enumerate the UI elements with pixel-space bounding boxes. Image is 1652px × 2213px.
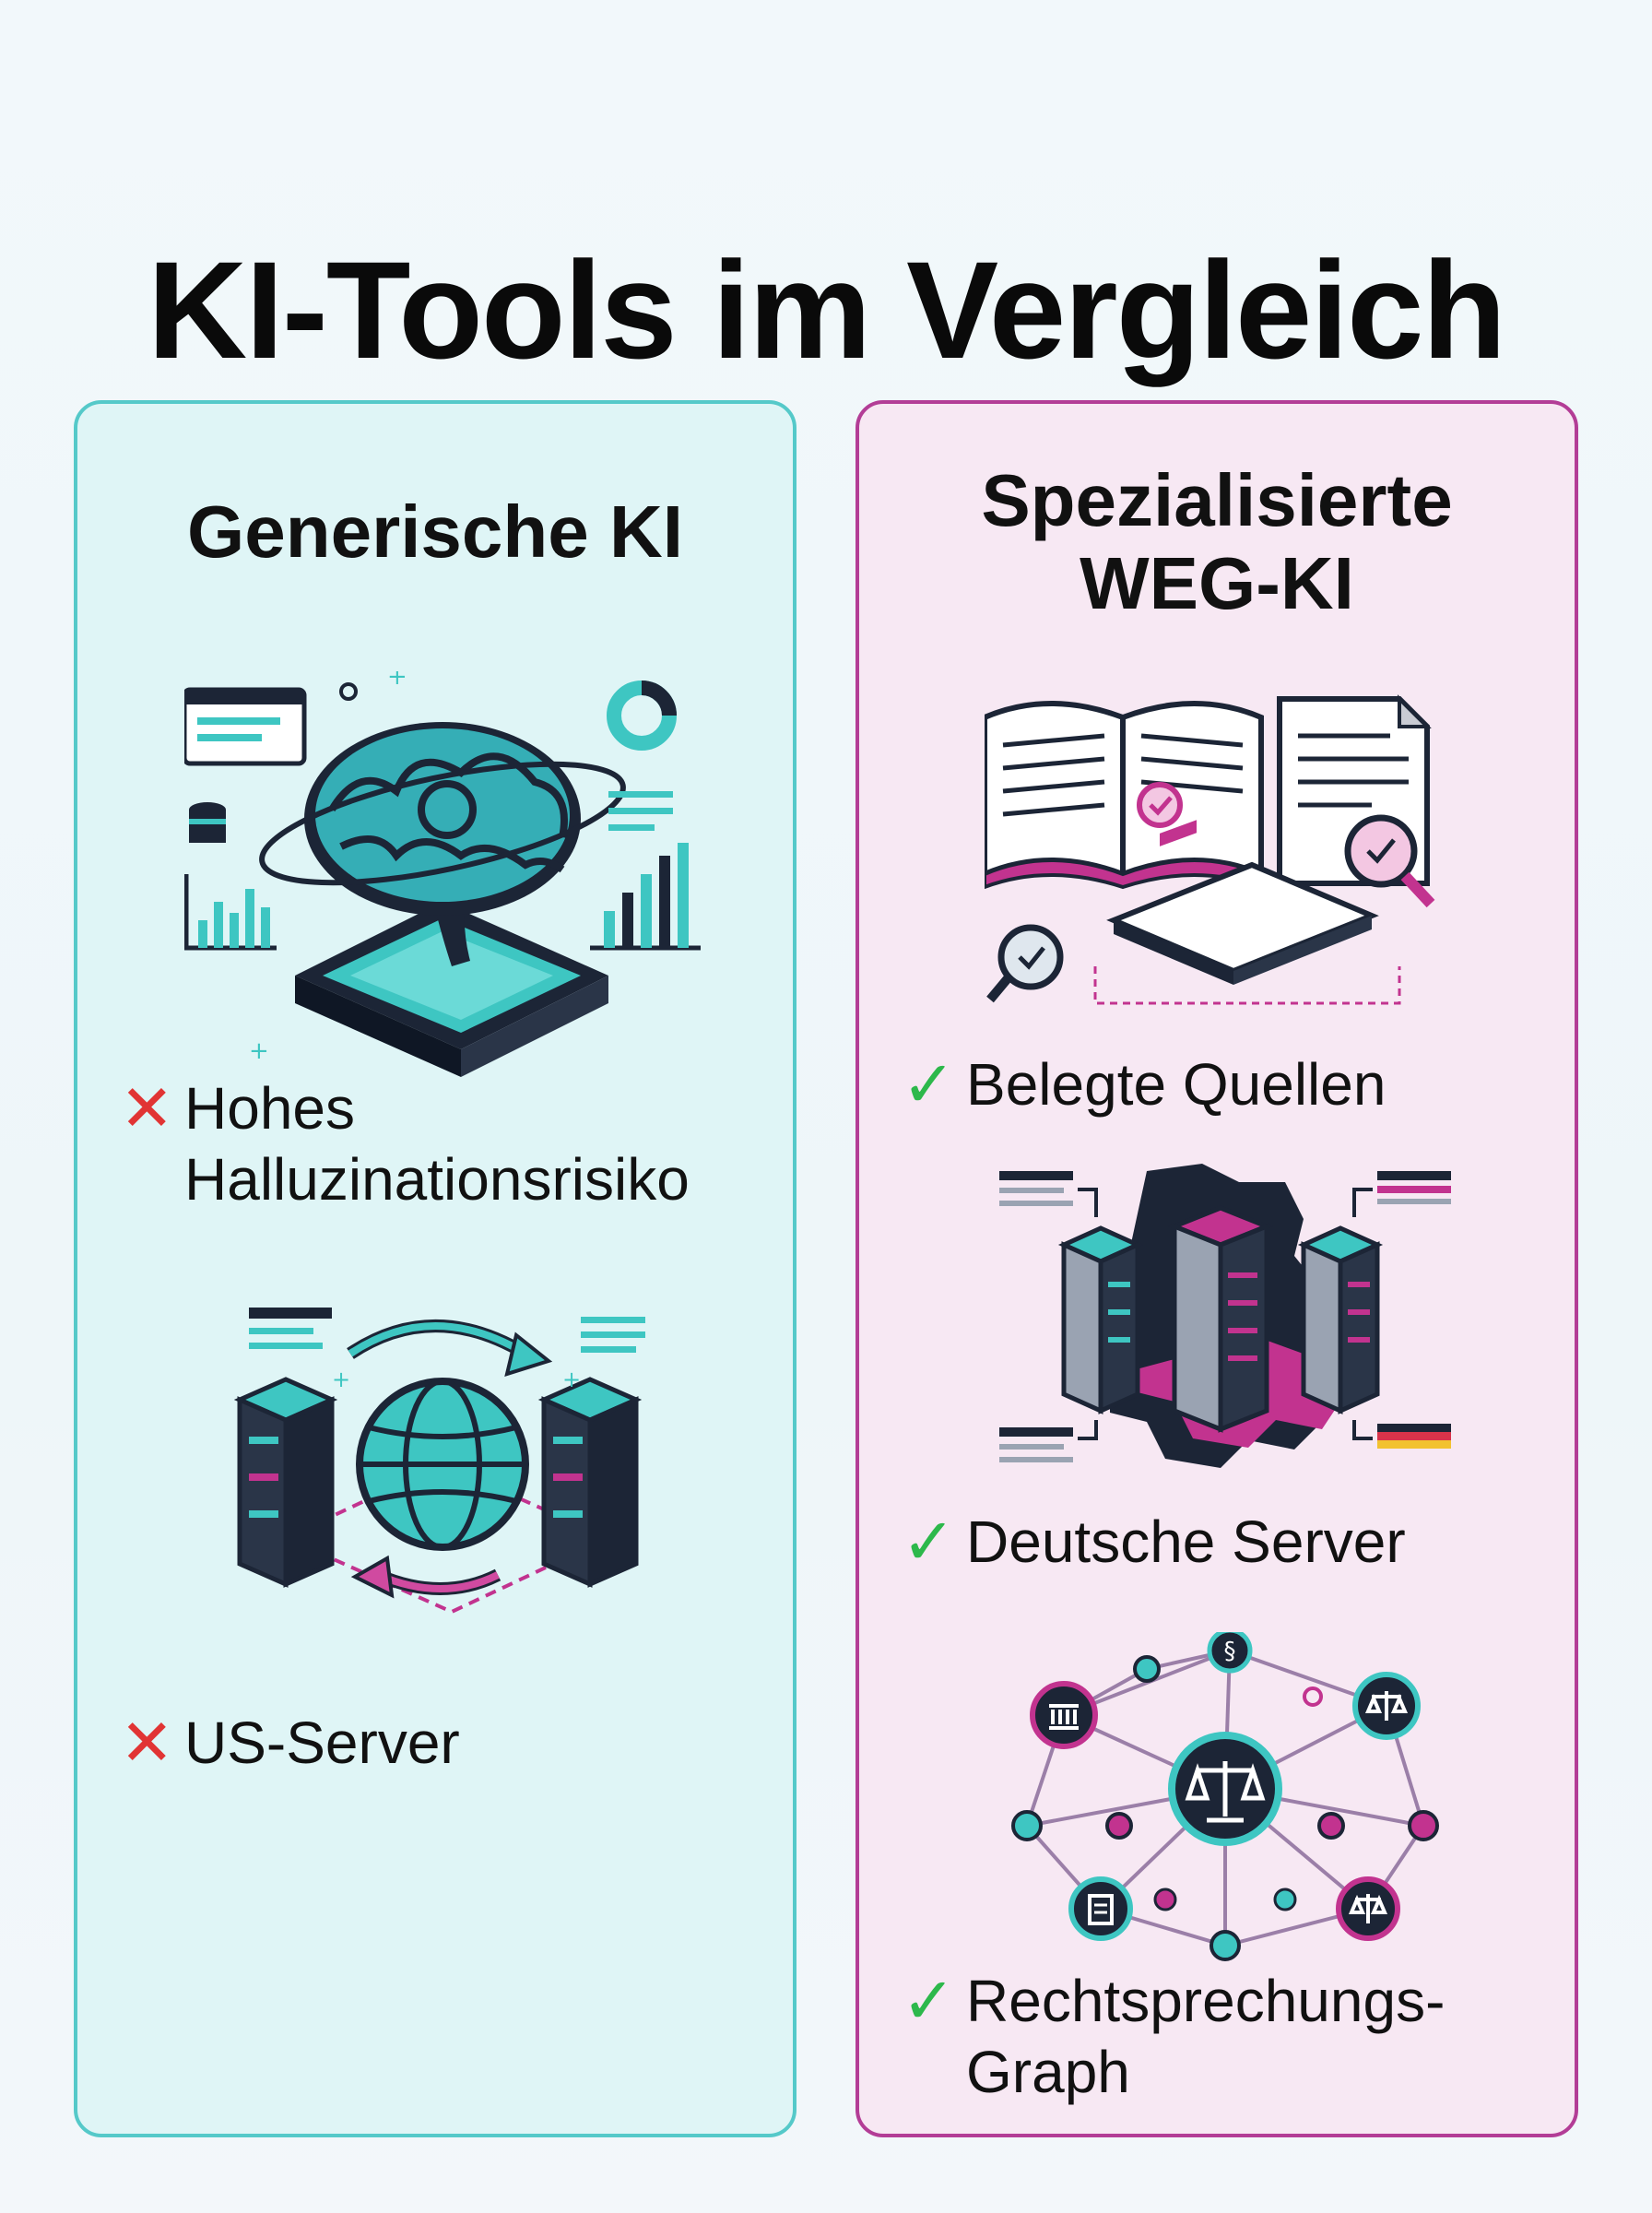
- feature-text: Rechtsprechungs- Graph: [966, 1968, 1446, 2105]
- check-icon: ✓: [902, 1506, 956, 1578]
- svg-text:+: +: [562, 1367, 581, 1392]
- feature-text: US-Server: [184, 1710, 460, 1776]
- feature-verified-sources: ✓ Belegte Quellen: [902, 1049, 1386, 1120]
- feature-us-server: ✕ US-Server: [120, 1708, 460, 1779]
- cross-icon: ✕: [120, 1707, 174, 1779]
- page-title: KI-Tools im Vergleich: [147, 231, 1506, 387]
- generic-ai-title: Generische KI: [186, 491, 683, 573]
- feature-german-servers: ✓ Deutsche Server: [902, 1507, 1406, 1578]
- specialized-weg-ai-panel: Spezialisierte WEG-KI: [856, 400, 1578, 2137]
- specialized-weg-ai-title: Spezialisierte WEG-KI: [981, 459, 1453, 624]
- brain-chip-icon: + +: [184, 671, 701, 1077]
- feature-hallucination-risk: ✕ Hohes Halluzinationsrisiko: [120, 1073, 690, 1215]
- check-icon: ✓: [902, 1048, 956, 1120]
- legal-network-icon: §: [1011, 1632, 1439, 1961]
- paragraph-symbol: §: [1224, 1638, 1236, 1665]
- feature-text: Belegte Quellen: [966, 1051, 1386, 1118]
- svg-text:+: +: [332, 1367, 350, 1392]
- check-icon: ✓: [902, 1965, 956, 2037]
- svg-text:+: +: [249, 1037, 269, 1065]
- feature-text: Deutsche Server: [966, 1509, 1406, 1575]
- germany-servers-icon: [999, 1164, 1451, 1468]
- feature-case-law-graph: ✓ Rechtsprechungs- Graph: [902, 1966, 1445, 2108]
- globe-servers-icon: + +: [233, 1308, 645, 1615]
- cross-icon: ✕: [120, 1072, 174, 1144]
- law-books-icon: [985, 694, 1435, 1005]
- feature-text: Hohes Halluzinationsrisiko: [184, 1075, 690, 1213]
- svg-text:+: +: [387, 671, 407, 691]
- generic-ai-panel: Generische KI: [74, 400, 796, 2137]
